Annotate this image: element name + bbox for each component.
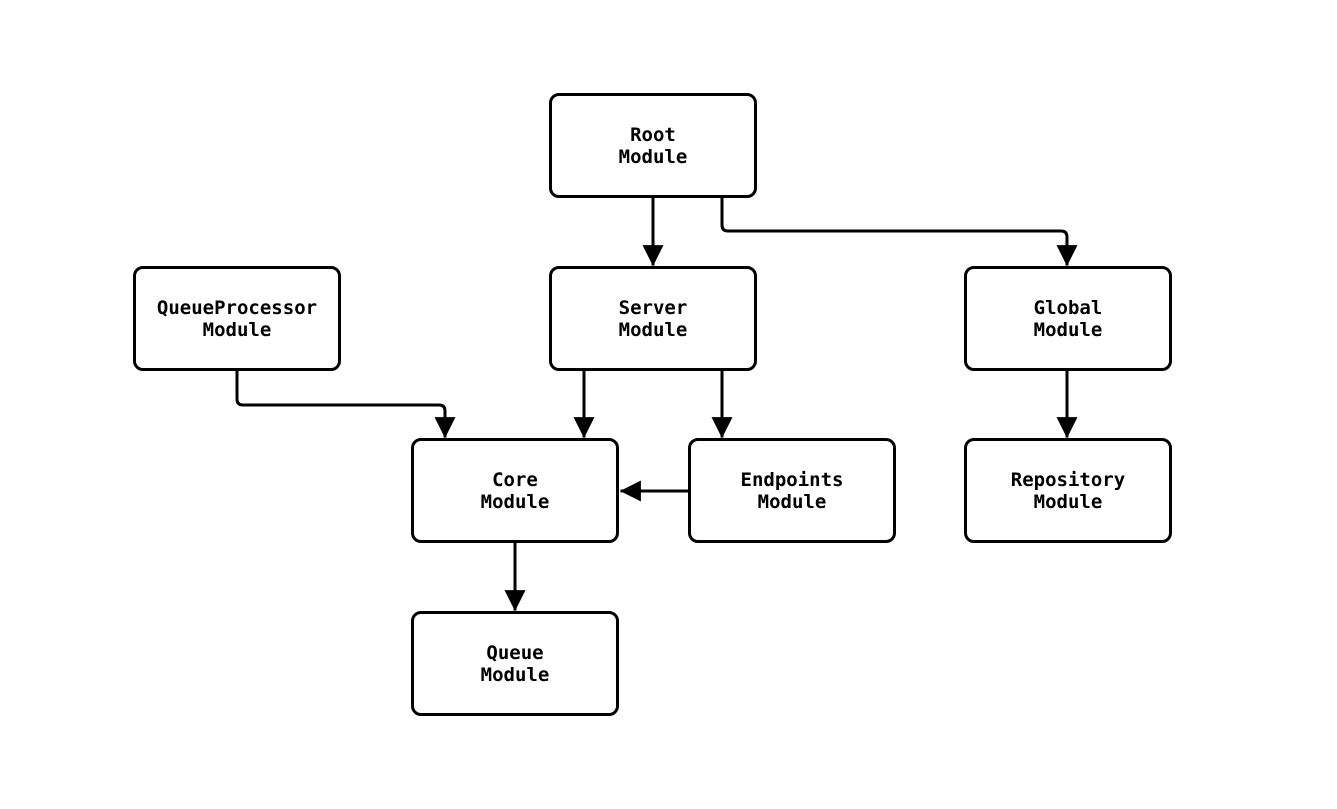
node-endpoints-module: Endpoints Module (688, 438, 896, 543)
node-core-module: Core Module (411, 438, 619, 543)
node-repository-module: Repository Module (964, 438, 1172, 543)
node-root-module: Root Module (549, 93, 757, 198)
node-label: Core Module (480, 468, 550, 513)
node-server-module: Server Module (549, 266, 757, 371)
node-label: Server Module (618, 296, 688, 341)
node-label: QueueProcessor Module (156, 296, 318, 341)
edge-queueprocessor-to-core (235, 369, 456, 439)
node-label: Repository Module (1010, 468, 1126, 513)
node-label: Global Module (1033, 296, 1103, 341)
node-label: Queue Module (480, 641, 550, 686)
edge-root-to-global (720, 196, 1078, 267)
node-label: Root Module (618, 123, 688, 168)
node-label: Endpoints Module (740, 468, 844, 513)
node-global-module: Global Module (964, 266, 1172, 371)
node-queueprocessor-module: QueueProcessor Module (133, 266, 341, 371)
node-queue-module: Queue Module (411, 611, 619, 716)
